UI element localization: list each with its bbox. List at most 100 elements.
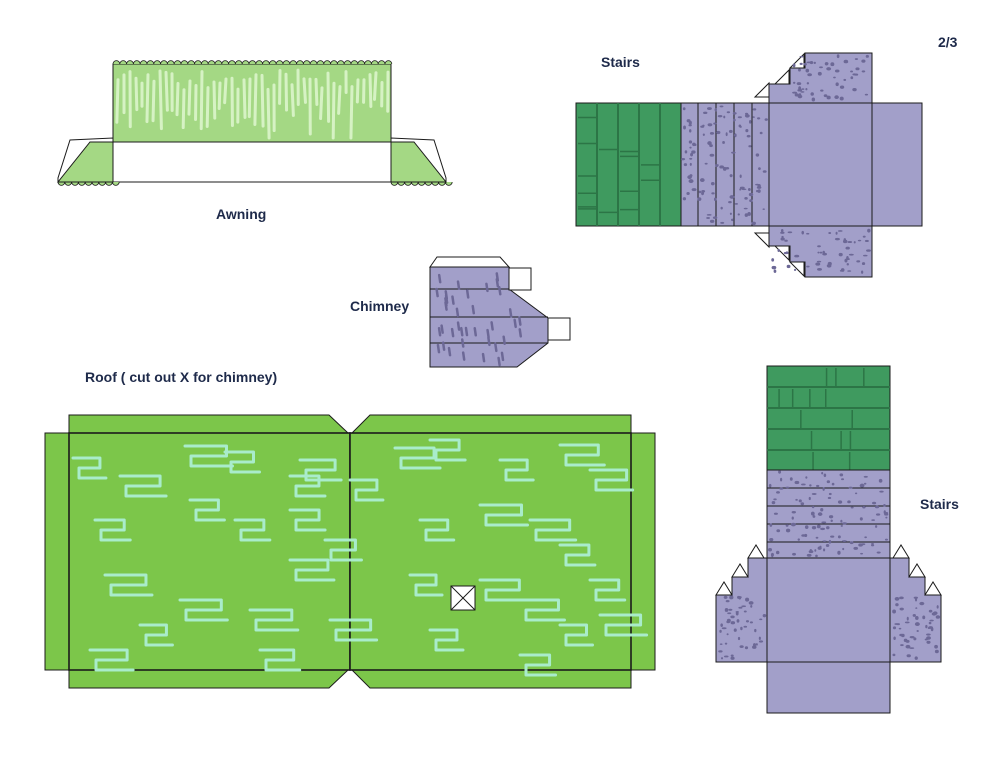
stairs-bottom-label: Stairs (920, 496, 959, 512)
awning-stroke (242, 78, 247, 119)
stone-speck (871, 501, 877, 505)
stone-speck (862, 506, 866, 509)
stairs-top-label: Stairs (601, 54, 640, 70)
glue-tab (731, 563, 749, 578)
chimney-mark (451, 295, 455, 305)
stone-speck (822, 250, 826, 255)
chimney-mark (518, 328, 523, 338)
stone-speck (843, 238, 847, 242)
stone-speck (733, 628, 737, 632)
chimney-mark (494, 342, 498, 353)
chimney-mark (461, 351, 466, 361)
stone-speck (830, 535, 835, 538)
awning-stroke (355, 78, 360, 104)
stone-speck (834, 237, 840, 241)
stairs-bottom-cutout (715, 365, 942, 714)
stone-speck (689, 162, 692, 166)
stone-speck (710, 181, 715, 186)
stone-speck (823, 473, 827, 478)
chimney-mark (465, 289, 470, 299)
stone-speck (827, 496, 832, 500)
roof-shingle (138, 623, 174, 647)
stone-speck (884, 513, 889, 516)
stone-speck (743, 625, 748, 628)
stone-speck (928, 621, 932, 625)
stone-speck (914, 656, 918, 660)
stone-speck (926, 640, 931, 644)
scallop (133, 60, 141, 65)
roof-right-bottom-flap (350, 669, 632, 689)
stone-speck (884, 538, 889, 541)
stone-speck (780, 231, 785, 234)
stone-speck (883, 504, 886, 507)
awning-right-flap-fill (390, 141, 448, 183)
stone-speck (745, 597, 750, 602)
scallop (221, 60, 229, 65)
chimney-cutout (429, 256, 571, 368)
stone-speck (751, 221, 756, 226)
stone-speck (863, 475, 868, 478)
stone-speck (839, 473, 844, 477)
awning-stroke (368, 73, 373, 108)
scallop (105, 181, 113, 186)
stone-speck (737, 213, 740, 216)
stone-speck (815, 262, 821, 266)
stone-speck (690, 152, 694, 157)
stone-speck (787, 231, 793, 234)
roof-shingle (298, 458, 343, 482)
roof-shingle-texture (71, 438, 649, 677)
scallop (343, 60, 352, 65)
stone-speck (915, 616, 919, 620)
stone-speck (822, 487, 825, 491)
scallop (337, 60, 345, 65)
awning-stroke (187, 79, 192, 116)
scallop (228, 60, 236, 65)
stone-speck (847, 270, 852, 272)
stone-speck (784, 239, 788, 242)
stairs-top-cutout (575, 52, 923, 278)
stone-speck (759, 618, 763, 621)
glue-tab (747, 544, 765, 559)
chimney-mark (460, 338, 465, 348)
stone-speck (755, 153, 760, 157)
stone-speck (757, 117, 761, 120)
stone-speck (771, 553, 774, 558)
stone-speck (821, 471, 824, 475)
roof-shingle (71, 456, 108, 480)
roof-label: Roof ( cut out X for chimney) (85, 369, 278, 385)
awning-top-scallops (112, 60, 393, 65)
roof-shingle (88, 648, 135, 672)
stone-speck (879, 490, 884, 493)
stone-speck (936, 605, 939, 609)
stone-speck (699, 178, 705, 183)
scallop (431, 181, 439, 186)
stone-speck (817, 512, 823, 516)
stone-speck (846, 262, 849, 266)
stone-speck (756, 186, 762, 189)
awning-stroke (158, 69, 163, 131)
stone-speck (835, 231, 838, 235)
stone-speck (823, 548, 826, 552)
stone-speck (875, 513, 881, 516)
stone-speck (797, 94, 803, 99)
scallop (235, 60, 243, 65)
stone-speck (796, 82, 802, 86)
roof-shingle (248, 608, 300, 632)
stone-speck (758, 636, 761, 640)
chimney-mark (508, 308, 513, 318)
stone-speck (863, 482, 867, 485)
chimney-mark (518, 316, 522, 326)
stone-speck (744, 114, 750, 118)
scallop (167, 60, 175, 65)
stone-speck (724, 608, 729, 612)
stone-speck (819, 545, 822, 548)
stone-speck (780, 228, 784, 233)
stone-speck (713, 122, 717, 125)
stone-speck (777, 248, 780, 252)
awning-stroke (260, 73, 265, 128)
stone-speck (820, 507, 824, 512)
stone-speck (747, 188, 751, 192)
stone-speck (730, 654, 734, 657)
stone-speck (837, 500, 843, 504)
stone-speck (791, 516, 794, 520)
